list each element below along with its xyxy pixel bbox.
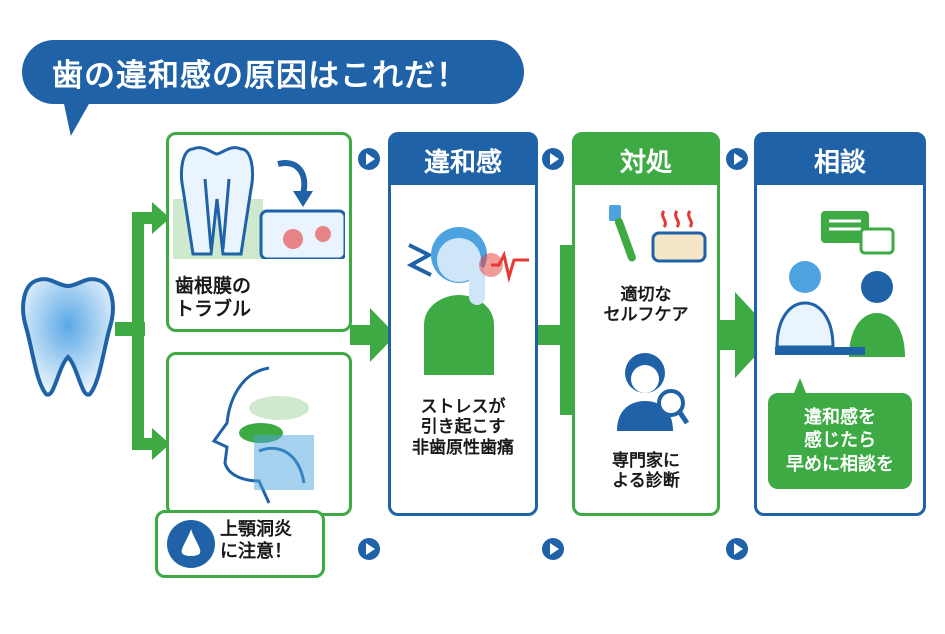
play-marker-5 <box>542 538 564 560</box>
self-care-label: 適切な セルフケア <box>603 285 689 326</box>
step-card-response: 対処 適切な セルフケア 専門家に よる診断 <box>572 132 720 516</box>
advice-bubble: 違和感を 感じたら 早めに相談を <box>768 393 912 489</box>
warm-compress-icon <box>651 210 707 263</box>
step-heading-discomfort: 違和感 <box>391 135 535 185</box>
step-card-discomfort: 違和感 ストレスが 引き起こす 非歯原性歯痛 <box>388 132 538 516</box>
sinus-label: 上顎洞炎 に注意！ <box>220 519 292 562</box>
step-heading-consult: 相談 <box>757 135 923 185</box>
ligament-label: 歯根膜の トラブル <box>175 275 252 320</box>
play-marker-2 <box>542 148 564 170</box>
diagnosis-label: 専門家に よる診断 <box>612 451 680 492</box>
nose-icon <box>167 520 215 568</box>
play-marker-1 <box>358 148 380 170</box>
head-sinus-icon <box>211 366 314 504</box>
play-marker-3 <box>726 148 748 170</box>
step-heading-response: 対処 <box>575 135 717 185</box>
sinus-callout: 上顎洞炎 に注意！ <box>155 510 325 578</box>
cause-card-ligament: 歯根膜の トラブル <box>166 132 352 332</box>
person-pain-icon <box>406 227 529 375</box>
toothbrush-icon <box>609 205 636 262</box>
consultation-icon <box>775 211 905 357</box>
cause-card-sinus <box>166 352 352 516</box>
page-title: 歯の違和感の原因はこれだ！ <box>22 40 524 104</box>
tooth-icon <box>21 277 115 397</box>
discomfort-text: ストレスが 引き起こす 非歯原性歯痛 <box>412 397 514 458</box>
tooth-cross-section-icon <box>173 146 345 259</box>
play-marker-6 <box>726 538 748 560</box>
doctor-magnifier-icon <box>617 353 689 431</box>
play-marker-4 <box>358 538 380 560</box>
